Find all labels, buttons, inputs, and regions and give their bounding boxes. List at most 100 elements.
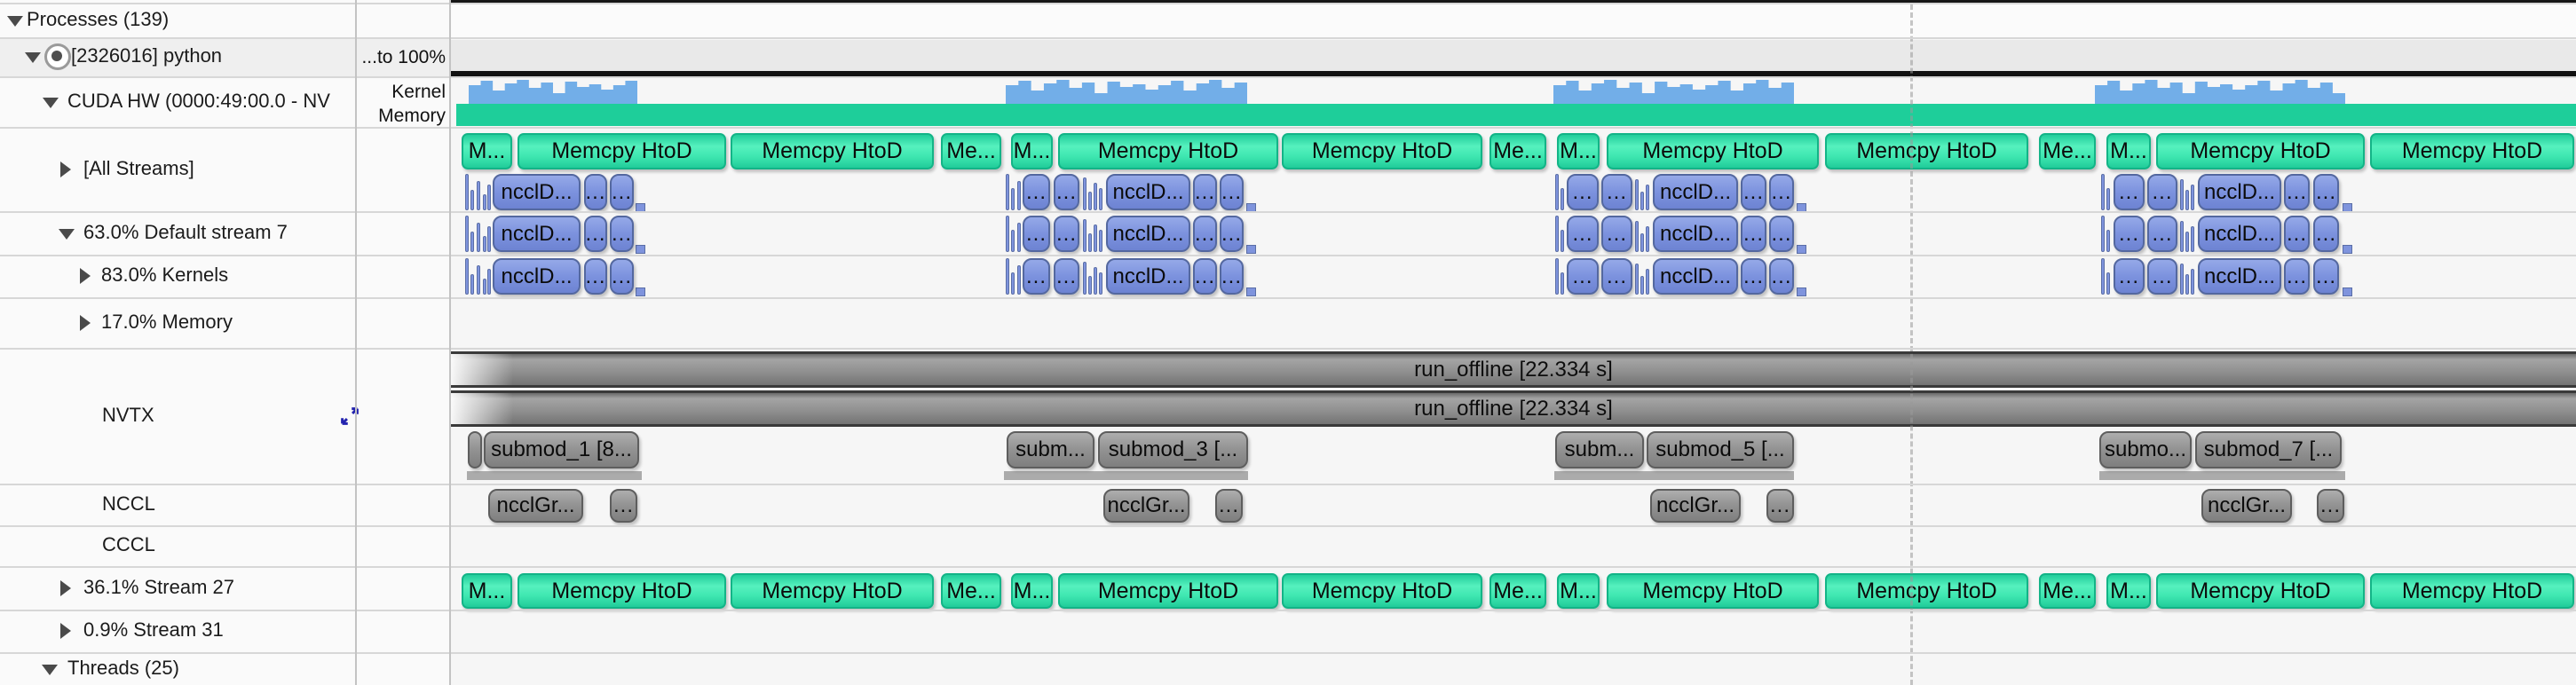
cuda-memcpy-block[interactable]: M... — [1557, 133, 1600, 169]
nccl-kernel-block[interactable]: ... — [1193, 258, 1217, 295]
kernel-sliver-block[interactable] — [465, 174, 469, 210]
nccl-kernel-block[interactable]: ncclD... — [1106, 174, 1190, 210]
nccl-kernel-block[interactable]: ... — [2147, 258, 2177, 295]
kernel-tick-mark[interactable] — [2343, 287, 2352, 296]
nccl-kernel-block[interactable]: ... — [1023, 216, 1050, 252]
kernel-sliver-block[interactable] — [1646, 185, 1649, 210]
sidebar-row-processes[interactable]: Processes (139) — [0, 3, 451, 37]
sidebar-row-nvtx[interactable]: NVTX — [0, 348, 451, 484]
kernel-sliver-block[interactable] — [477, 223, 480, 252]
kernel-sliver-block[interactable] — [1011, 188, 1015, 210]
kernel-sliver-block[interactable] — [1640, 233, 1644, 252]
kernel-sliver-block[interactable] — [1094, 267, 1097, 295]
kernel-sliver-block[interactable] — [1083, 177, 1087, 210]
nccl-kernel-block[interactable]: ... — [2284, 216, 2310, 252]
kernel-sliver-block[interactable] — [1017, 265, 1021, 295]
kernel-sliver-block[interactable] — [1646, 269, 1649, 295]
nccl-kernel-block[interactable]: ... — [1220, 174, 1244, 210]
nccl-api-block[interactable]: ncclGr... — [2201, 489, 2292, 523]
nccl-kernel-block[interactable]: ... — [1601, 258, 1632, 295]
chevron-down-icon[interactable] — [42, 664, 58, 675]
nccl-api-block[interactable]: ncclGr... — [488, 489, 583, 523]
kernel-sliver-block[interactable] — [1555, 174, 1559, 210]
nccl-api-block[interactable]: ... — [2317, 489, 2344, 523]
kernel-sliver-block[interactable] — [2185, 232, 2189, 252]
nccl-kernel-block[interactable]: ... — [2313, 174, 2339, 210]
cuda-memcpy-block[interactable]: M... — [2106, 133, 2151, 169]
nccl-kernel-block[interactable]: ... — [1741, 174, 1766, 210]
sidebar-row-stream31[interactable]: 0.9% Stream 31 — [0, 610, 451, 652]
nccl-kernel-block[interactable]: ncclD... — [1106, 258, 1190, 295]
chevron-right-icon[interactable] — [60, 623, 71, 639]
nccl-kernel-block[interactable]: ncclD... — [2198, 216, 2281, 252]
kernel-sliver-block[interactable] — [1640, 192, 1644, 210]
cuda-memcpy-block[interactable]: Memcpy HtoD — [2156, 133, 2365, 169]
kernel-sliver-block[interactable] — [1561, 188, 1564, 210]
kernel-sliver-block[interactable] — [1088, 276, 1092, 295]
kernel-sliver-block[interactable] — [1011, 272, 1015, 295]
chevron-right-icon[interactable] — [60, 579, 71, 596]
kernel-sliver-block[interactable] — [1083, 219, 1087, 252]
sidebar-row-stream27[interactable]: 36.1% Stream 27 — [0, 566, 451, 610]
nccl-kernel-block[interactable]: ... — [1769, 216, 1794, 252]
kernel-sliver-block[interactable] — [470, 190, 474, 210]
cuda-memcpy-block[interactable]: Me... — [941, 133, 1001, 169]
chevron-down-icon[interactable] — [7, 15, 23, 27]
kernel-sliver-block[interactable] — [1006, 258, 1009, 295]
nccl-kernel-block[interactable]: ncclD... — [1653, 258, 1738, 295]
cuda-memcpy-block[interactable]: M... — [2106, 573, 2151, 609]
kernel-sliver-block[interactable] — [1099, 272, 1102, 295]
chevron-right-icon[interactable] — [80, 314, 91, 331]
kernel-tick-mark[interactable] — [1246, 287, 1256, 296]
kernel-sliver-block[interactable] — [1017, 223, 1021, 252]
sidebar-row-allstreams[interactable]: [All Streams] — [0, 127, 451, 211]
kernel-sliver-block[interactable] — [1555, 216, 1559, 252]
nccl-kernel-block[interactable]: ncclD... — [493, 216, 581, 252]
kernel-tick-mark[interactable] — [1797, 245, 1806, 254]
kernel-sliver-block[interactable] — [1099, 188, 1102, 210]
cuda-memcpy-block[interactable]: M... — [1011, 133, 1053, 169]
timeline-column-divider[interactable] — [449, 0, 451, 685]
kernel-tick-mark[interactable] — [636, 245, 645, 254]
nccl-kernel-block[interactable]: ... — [1601, 174, 1632, 210]
kernel-sliver-block[interactable] — [1017, 181, 1021, 210]
nvtx-submod-block[interactable]: subm... — [1007, 431, 1094, 468]
nccl-kernel-block[interactable]: ... — [610, 216, 634, 252]
cuda-memcpy-block[interactable]: Me... — [1489, 133, 1546, 169]
kernel-sliver-block[interactable] — [2180, 264, 2184, 295]
nccl-kernel-block[interactable]: ... — [1601, 216, 1632, 252]
cuda-memcpy-block[interactable]: Memcpy HtoD — [1058, 133, 1278, 169]
kernel-sliver-block[interactable] — [487, 185, 491, 210]
kernel-tick-mark[interactable] — [1246, 245, 1256, 254]
kernel-sliver-block[interactable] — [2185, 274, 2189, 295]
kernel-sliver-block[interactable] — [465, 258, 469, 295]
kernel-sliver-block[interactable] — [470, 274, 474, 295]
kernel-sliver-block[interactable] — [1640, 276, 1644, 295]
nvtx-range-bar[interactable]: run_offline [22.334 s] — [451, 351, 2576, 388]
kernel-sliver-block[interactable] — [465, 216, 469, 252]
nccl-kernel-block[interactable]: ... — [2147, 216, 2177, 252]
nccl-kernel-block[interactable]: ... — [1023, 174, 1050, 210]
chevron-right-icon[interactable] — [80, 268, 91, 284]
kernel-sliver-block[interactable] — [487, 269, 491, 295]
sidebar-row-threads[interactable]: Threads (25) — [0, 652, 451, 685]
nccl-kernel-block[interactable]: ncclD... — [493, 174, 581, 210]
sidebar-row-stream7[interactable]: 63.0% Default stream 7 — [0, 211, 451, 255]
nvtx-submod-block[interactable] — [468, 431, 482, 468]
chevron-right-icon[interactable] — [60, 161, 71, 177]
nccl-kernel-block[interactable]: ... — [2147, 174, 2177, 210]
kernel-sliver-block[interactable] — [487, 226, 491, 252]
nccl-kernel-block[interactable]: ... — [1769, 258, 1794, 295]
kernel-sliver-block[interactable] — [2191, 269, 2194, 295]
kernel-sliver-block[interactable] — [483, 194, 486, 210]
cuda-memcpy-block[interactable]: Memcpy HtoD — [1282, 573, 1482, 609]
kernel-sliver-block[interactable] — [1561, 272, 1564, 295]
cuda-memcpy-block[interactable]: Memcpy HtoD — [2156, 573, 2365, 609]
nccl-kernel-block[interactable]: ... — [1054, 258, 1079, 295]
kernel-sliver-block[interactable] — [2180, 221, 2184, 252]
sidebar-row-kernels[interactable]: 83.0% Kernels — [0, 255, 451, 297]
sidebar-row-cudahw[interactable]: CUDA HW (0000:49:00.0 - NV — [0, 76, 451, 127]
nccl-kernel-block[interactable]: ... — [2313, 216, 2339, 252]
kernel-sliver-block[interactable] — [2180, 179, 2184, 210]
cuda-memcpy-block[interactable]: Memcpy HtoD — [1607, 573, 1819, 609]
